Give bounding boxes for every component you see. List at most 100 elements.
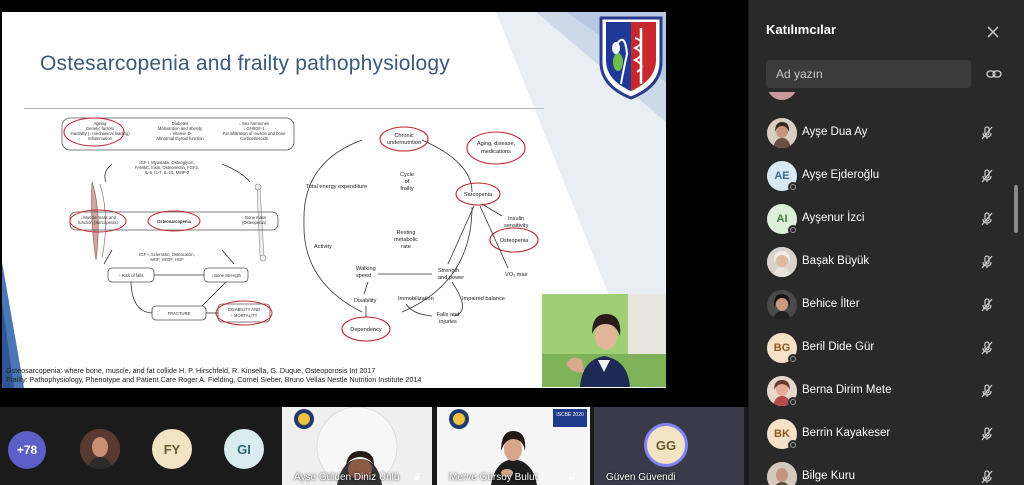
mid-box-line-3: ↓ Vitamin D: [169, 131, 190, 136]
mid-box-line-4: Abnormal thyroid function: [156, 136, 204, 141]
disability-box-1: DISABILITY AND: [228, 307, 260, 312]
chronic-label-2: undernutrition: [387, 140, 421, 146]
speaking-avatar-gg: GG: [644, 423, 688, 467]
slide-title-rule: [24, 108, 544, 109]
left-box-line-4: Inflammation: [88, 136, 113, 141]
participant-row[interactable]: AI Ayşenur İzci: [749, 198, 1011, 241]
strength-label-2: and power: [438, 275, 464, 281]
factors-up-2: FAM5C, Irisin, Osteonectin, FGF2,: [135, 165, 199, 170]
video-tile-3[interactable]: GG Güven Güvendi: [594, 407, 744, 485]
strip-avatar-photo[interactable]: [80, 429, 120, 469]
panel-title: Katılımcılar: [766, 22, 837, 37]
participant-name: Berrin Kayakeser: [802, 427, 891, 439]
strip-avatar-fy[interactable]: FY: [152, 429, 192, 469]
muted-mic-icon: [981, 126, 993, 140]
participant-row[interactable]: Başak Büyük: [749, 241, 1011, 284]
presenter-video-feed: [542, 294, 666, 387]
participant-row[interactable]: BK Berrin Kayakeser: [749, 413, 1011, 456]
avatar: [767, 118, 797, 148]
tile-2-conf-label: ISCBE 2020: [556, 412, 584, 418]
avatar: [767, 290, 797, 320]
share-link-icon[interactable]: [986, 66, 1002, 82]
video-tile-1-feed: [282, 407, 432, 485]
right-box-line-2: ↓ GH/IGF-1: [243, 126, 265, 131]
chronic-label-1: Chronic: [394, 133, 413, 139]
left-box-line-2: Genetic factors: [86, 126, 114, 131]
insulin-label-2: sensitivity: [504, 223, 528, 229]
falls-label-1: Falls and: [437, 312, 460, 318]
muted-mic-icon: [981, 255, 993, 269]
strip-avatar-gi[interactable]: GI: [224, 429, 264, 469]
citation-2: Frailty: Pathophysiology, Phenotype and …: [6, 375, 422, 384]
video-tile-1[interactable]: Ayşe Gülden Diniz Ünlü: [282, 407, 432, 485]
avatar-photo-icon: [767, 462, 797, 485]
energy-label: Total energy expenditure: [306, 184, 367, 190]
disability-label: Disability: [354, 298, 377, 304]
video-tile-2-feed: ISCBE 2020: [437, 407, 590, 485]
university-shield-logo: [599, 16, 663, 100]
muted-mic-icon: [981, 298, 993, 312]
activity-label: Activity: [314, 244, 332, 250]
strength-label-1: Strength: [438, 268, 459, 274]
participant-name: Bilge Kuru: [802, 470, 856, 482]
muted-mic-icon: [981, 169, 993, 183]
participant-row[interactable]: Bilge Kuru: [749, 456, 1011, 485]
avatar-photo-icon: [767, 247, 797, 277]
mid-box-line-1: Diabetes: [172, 121, 189, 126]
muted-mic-icon: [981, 470, 993, 484]
slide-title: Ostesarcopenia and frailty pathophysiolo…: [40, 52, 450, 75]
muted-mic-icon: [981, 427, 993, 441]
participant-row[interactable]: Berna Dirim Mete: [749, 370, 1011, 413]
walking-label-2: speed: [356, 273, 371, 279]
participant-name: Berna Dirim Mete: [802, 384, 892, 396]
participant-list-scrollbar[interactable]: [1014, 185, 1018, 233]
video-tile-2[interactable]: ISCBE 2020 Merve Gürsoy Bulut: [437, 407, 590, 485]
participant-row[interactable]: Ayşe Dua Ay: [749, 112, 1011, 155]
participant-row[interactable]: BG Beril Dide Gür: [749, 327, 1011, 370]
risk-of-falls-box: ↑ Risk of falls: [119, 273, 144, 278]
vo2-label: VO₂ max: [505, 272, 528, 278]
status-dot: [788, 182, 798, 192]
video-tile-3-name: Güven Güvendi: [606, 472, 676, 483]
close-icon[interactable]: [985, 24, 1001, 40]
video-tile-1-name: Ayşe Gülden Diniz Ünlü: [294, 472, 400, 483]
participant-row[interactable]: AE Ayşe Ejderoğlu: [749, 155, 1011, 198]
cycle-label-2: of: [405, 179, 410, 185]
right-box-line-1: ↓ Sex hormones: [239, 121, 269, 126]
muted-mic-icon: [568, 472, 576, 482]
mid-box-line-2: Malnutrition and obesity: [158, 126, 203, 131]
shared-slide: Ostesarcopenia and frailty pathophysiolo…: [2, 12, 666, 388]
avatar-photo-icon: [767, 118, 797, 148]
factors-up-1: IGF-I, Myostatin, Osteoglycin,: [139, 160, 194, 165]
participant-name: Ayşe Ejderoğlu: [802, 169, 880, 181]
cycle-label-3: frailty: [400, 186, 414, 192]
shared-content-stage: Ostesarcopenia and frailty pathophysiolo…: [0, 0, 748, 407]
resting-label-3: rate: [401, 244, 411, 250]
participant-search-input[interactable]: [766, 60, 971, 88]
participant-name: Ayşenur İzci: [802, 212, 865, 224]
status-dot: [788, 354, 798, 364]
muscle-label-2: function (Sarcopenia): [78, 220, 118, 225]
participant-name: Beril Dide Gür: [802, 341, 875, 353]
factors-up-3: IL-6, IL-7, IL-15, MMP-2: [145, 170, 190, 175]
avatar-photo-icon: [767, 290, 797, 320]
presenter-video-tile[interactable]: [542, 294, 666, 387]
sarcopenia-label: Sarcopenia: [464, 192, 493, 198]
avatar: [767, 247, 797, 277]
cycle-label-1: Cycle: [400, 172, 414, 178]
participant-strip: +78 FY GI Ayşe Gülden Diniz Ünlü: [0, 407, 748, 485]
muted-mic-icon: [981, 212, 993, 226]
participant-name: Başak Büyük: [802, 255, 870, 267]
status-dot: [788, 397, 798, 407]
left-box-line-1: Ageing: [93, 121, 107, 126]
muted-mic-icon: [981, 384, 993, 398]
bone-label-1: ↓ Bone mass: [242, 215, 266, 220]
slide-left-decoration: [2, 262, 24, 388]
resting-label-2: metabolic: [394, 237, 418, 243]
muted-mic-icon: [981, 341, 993, 355]
more-participants-button[interactable]: +78: [8, 431, 46, 469]
participant-row[interactable]: Behice İlter: [749, 284, 1011, 327]
resting-label-1: Resting: [397, 230, 416, 236]
citation-1: Osteosarcopenia: where bone, muscle, and…: [6, 366, 376, 375]
bone-label-2: (Osteopenia): [242, 220, 267, 225]
